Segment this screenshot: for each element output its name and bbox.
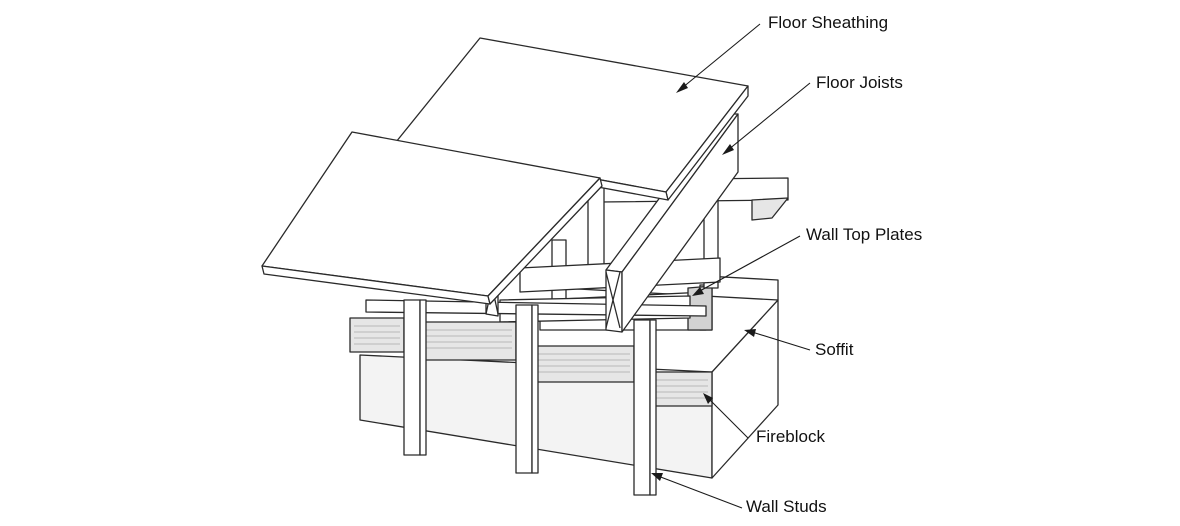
floor-sheathing bbox=[261, 37, 749, 305]
label-wall-studs: Wall Studs bbox=[746, 497, 827, 516]
leader-lines bbox=[651, 23, 811, 509]
wall-studs-front bbox=[403, 299, 657, 496]
label-soffit: Soffit bbox=[815, 340, 854, 359]
label-floor-sheathing: Floor Sheathing bbox=[768, 13, 889, 32]
label-wall-top-plates: Wall Top Plates bbox=[806, 225, 923, 244]
label-floor-joists: Floor Joists bbox=[816, 73, 903, 92]
label-fireblock: Fireblock bbox=[756, 427, 825, 446]
